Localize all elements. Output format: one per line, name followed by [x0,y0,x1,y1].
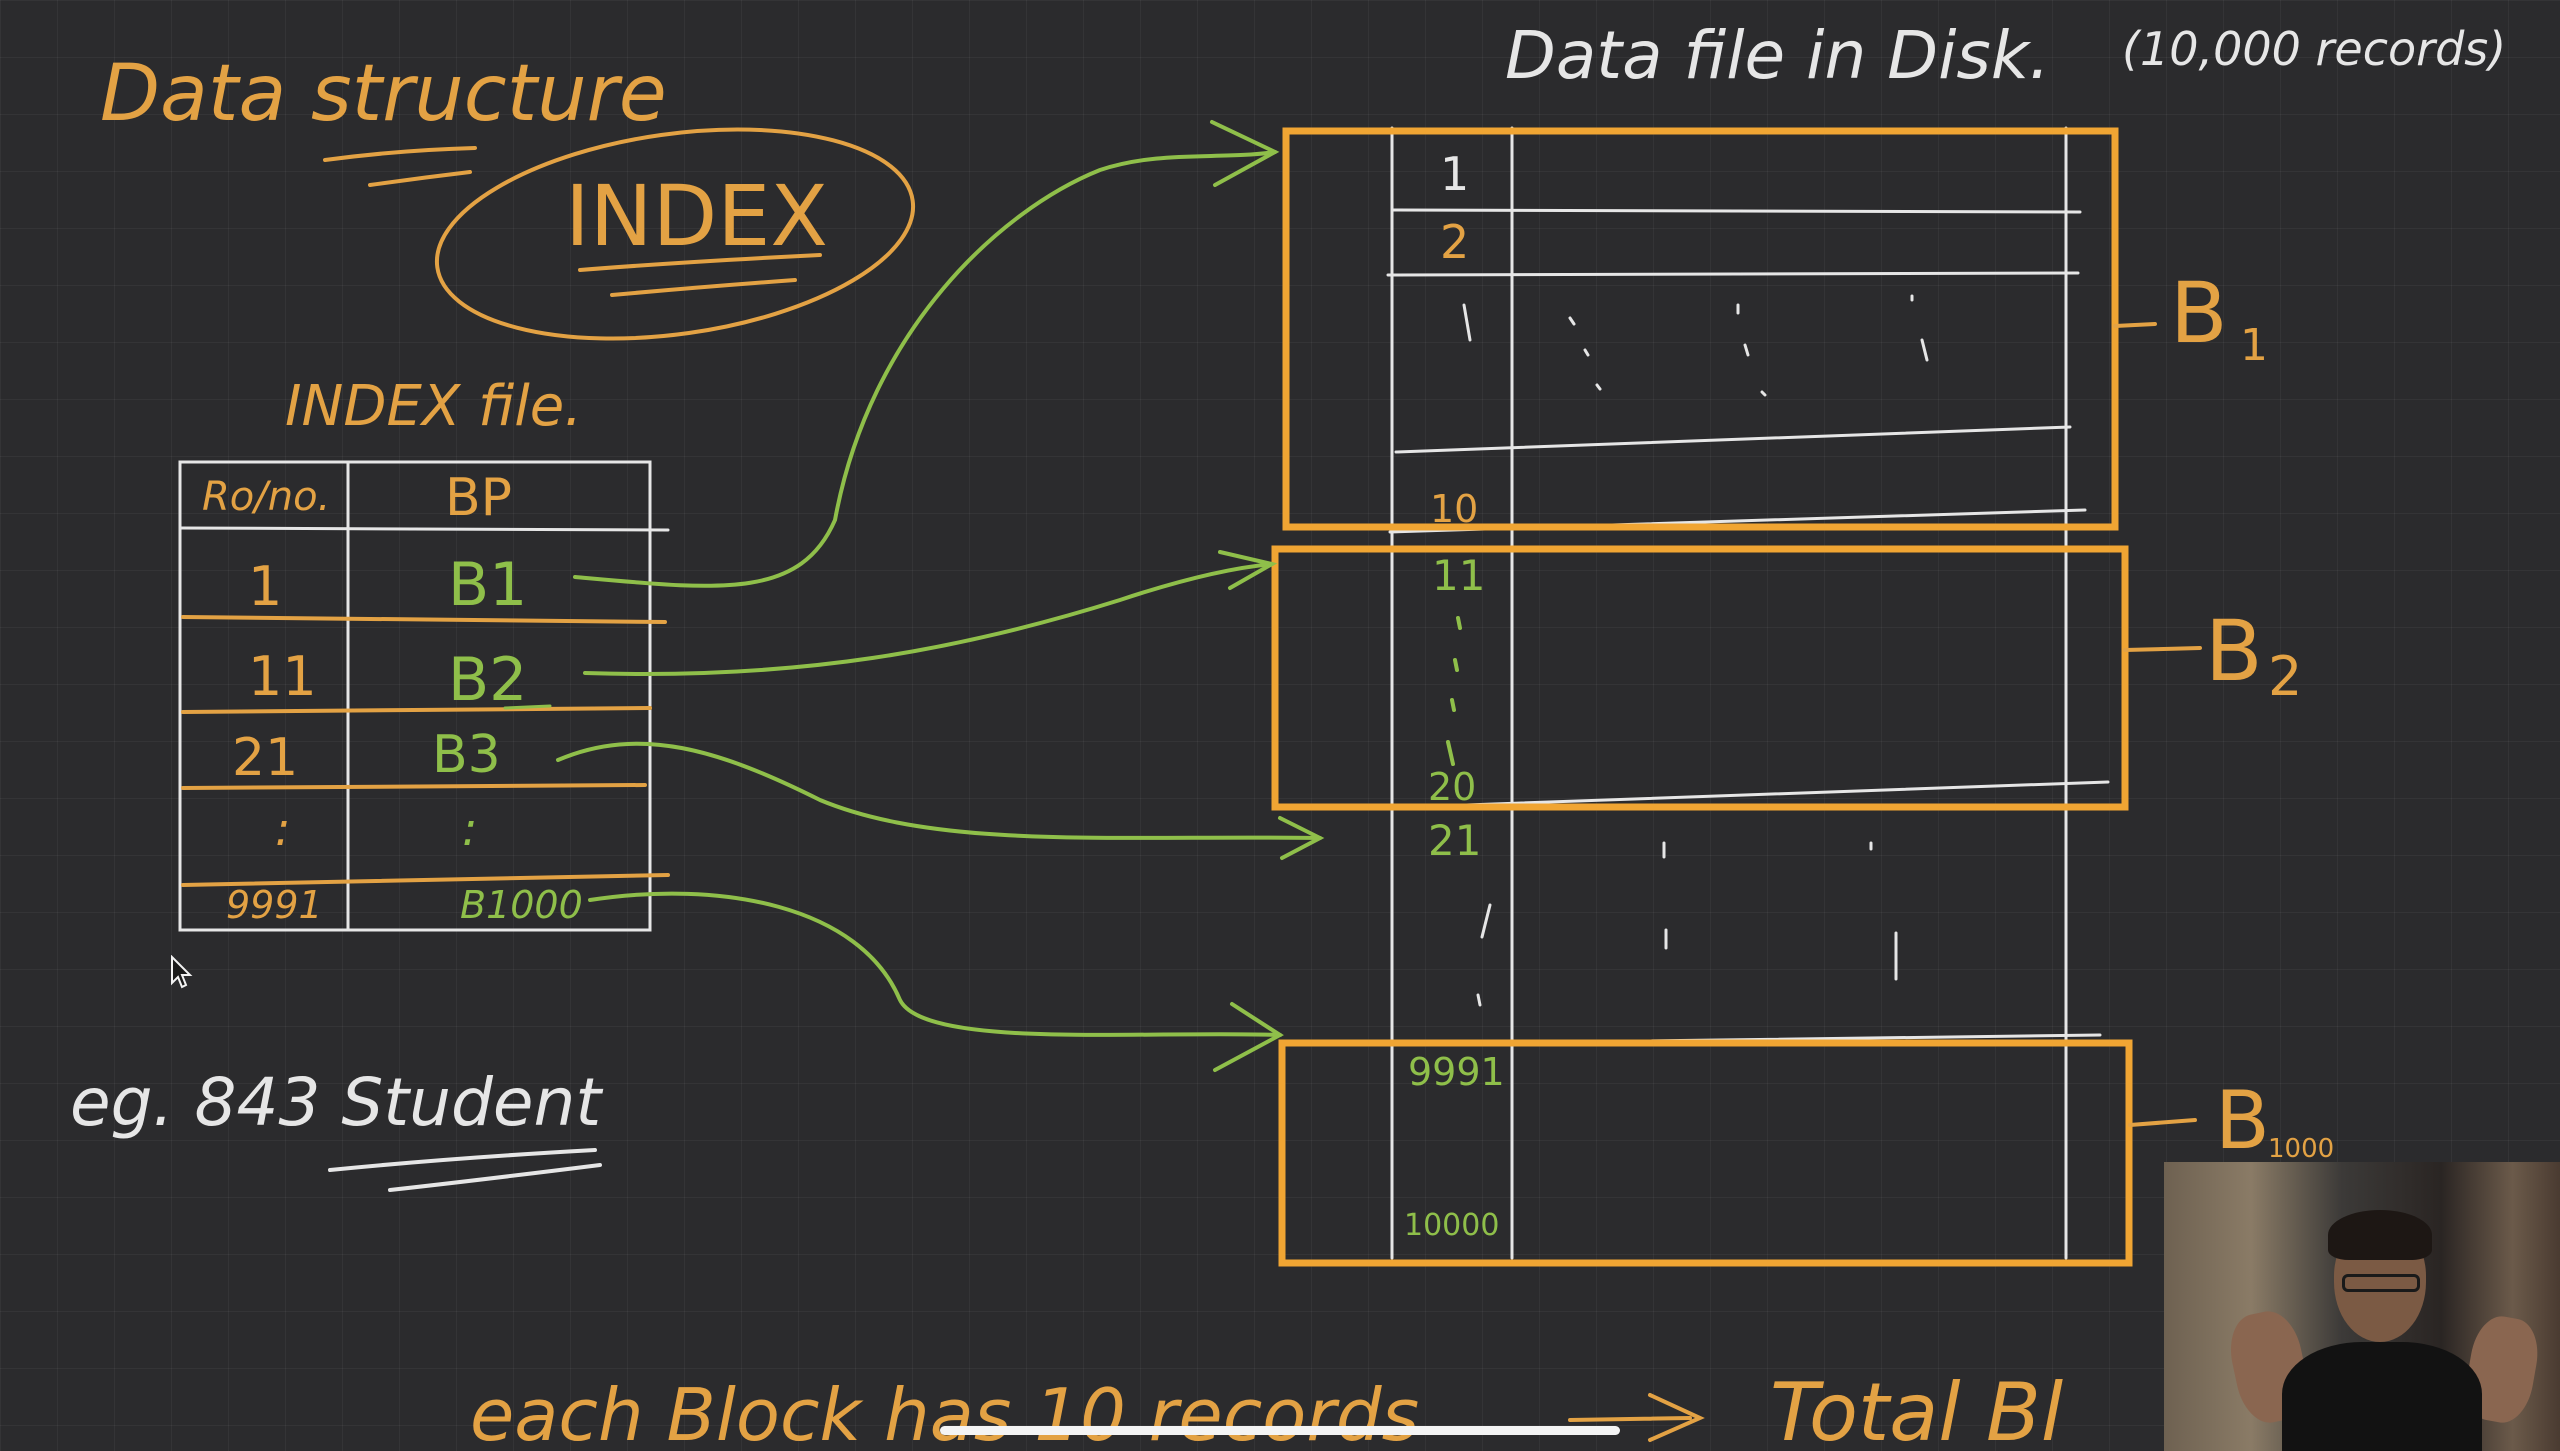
record-number: 11 [1432,551,1485,600]
block-label-b1: B 1 [2115,264,2268,371]
svg-text:B: B [2205,602,2263,700]
bottom-note: each Block has 10 records [470,1373,1419,1451]
record-number: 9991 [1408,1050,1505,1094]
svg-text:1000: 1000 [2268,1134,2334,1164]
example-text: eg. 843 Student [70,1064,603,1141]
svg-text:1: 1 [2240,320,2268,371]
svg-text:B: B [2215,1074,2270,1167]
data-file-title: Data file in Disk. [1505,17,2050,94]
presenter-body [2282,1342,2482,1451]
block-label-b2: B 2 [2125,602,2302,708]
index-file-label: INDEX file. [285,374,582,439]
svg-text:B: B [2170,264,2228,362]
heading-data-structure: Data structure [100,49,667,139]
video-scrub-bar[interactable] [940,1426,1620,1435]
index-word: INDEX [565,167,828,265]
record-number: 10000 [1404,1208,1499,1243]
mouse-cursor-icon [170,955,194,989]
table-row-bp: B3 [432,725,501,785]
table-header-bp: BP [445,468,512,528]
record-number: 20 [1428,765,1476,809]
table-row-roll: 1 [248,555,282,618]
data-file-note: (10,000 records) [2122,22,2506,76]
table-row-bp: B2 [448,645,527,715]
presenter-hair [2328,1210,2432,1260]
record-number: 1 [1440,147,1469,201]
block-box-b2 [1275,549,2125,807]
table-row-bp: : [462,802,478,856]
index-table: Ro/no. BP 1 B1 11 B2 21 B3 : : 9991 B100… [180,462,668,930]
presenter-webcam [2164,1162,2560,1451]
presenter-glasses [2342,1274,2420,1292]
table-row-roll: 11 [248,645,317,708]
table-row-bp: B1000 [460,883,583,927]
table-row-roll: 21 [232,728,298,788]
record-number: 21 [1428,816,1481,865]
record-number: 2 [1440,215,1469,269]
table-row-roll: : [275,802,291,856]
block-label-b1000: B 1000 [2130,1074,2334,1167]
block-box-b1 [1286,131,2115,527]
svg-text:2: 2 [2268,645,2302,708]
table-header-roll-no: Ro/no. [202,474,330,520]
table-row-bp: B1 [448,550,527,620]
total-text: Total Bl [1770,1366,2063,1451]
table-row-roll: 9991 [226,883,323,927]
